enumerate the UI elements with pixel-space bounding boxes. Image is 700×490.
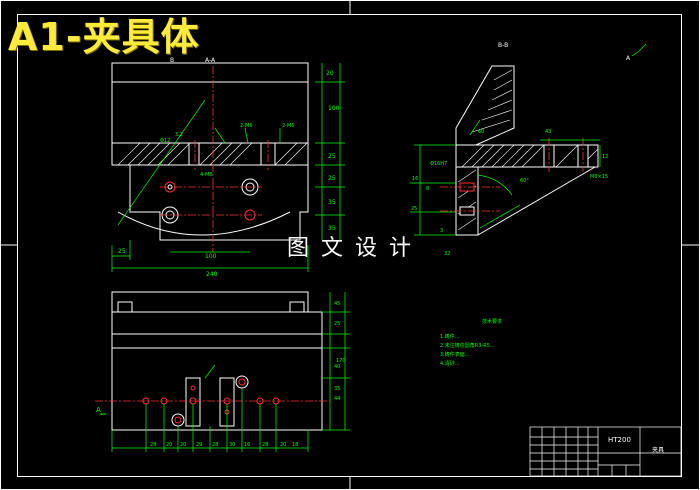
side-view-label: A [96, 406, 101, 414]
sec-dim-2: 8 [426, 186, 429, 192]
dim-r4: 25 [328, 175, 336, 182]
dim-r3: 25 [328, 153, 336, 160]
sec-dim-5: 32 [444, 251, 450, 257]
note-line-2: 2.未注铸造圆角R3-R5... [440, 342, 495, 349]
svg-text:Φ16H7: Φ16H7 [430, 161, 447, 167]
dim-total: 240 [206, 271, 218, 278]
svg-text:60°: 60° [520, 178, 529, 184]
dim-mid: 100 [205, 253, 217, 260]
dim-r5: 35 [328, 199, 336, 206]
title-block [529, 426, 682, 477]
dim-r1: 20 [326, 70, 334, 77]
bottom-dim-5: 28 [212, 442, 218, 448]
notes-heading: 技术要求 [482, 318, 502, 325]
bottom-dim-3: 20 [180, 442, 186, 448]
front-dim-h4: 40 [334, 364, 340, 370]
svg-text:Φ12: Φ12 [160, 138, 170, 144]
sec-dim-6: 60 [478, 129, 484, 135]
svg-text:2-M6: 2-M6 [282, 123, 294, 129]
section-mark-label: B [170, 57, 174, 64]
technical-notes: 技术要求 1.铸件... 2.未注铸造圆角R3-R5... 3.铸件表面... … [440, 318, 502, 367]
bottom-dim-10: 18 [292, 442, 298, 448]
svg-text:3.2: 3.2 [175, 132, 183, 138]
material-label: HT200 [608, 436, 631, 444]
front-dim-h6: 44 [334, 396, 340, 402]
dim-r2: 100 [328, 105, 340, 112]
svg-text:M6×15: M6×15 [590, 174, 608, 180]
part-name-label: 夹具 [652, 446, 664, 454]
note-line-4: 4.清砂... [440, 360, 460, 367]
front-dim-h3: 170 [336, 358, 346, 364]
front-dim-h1: 45 [334, 301, 340, 307]
svg-text:2-M6: 2-M6 [240, 123, 252, 129]
bottom-dim-6: 30 [229, 442, 235, 448]
bottom-dim-2: 20 [166, 442, 172, 448]
front-dim-h5: 35 [334, 386, 340, 392]
note-line-3: 3.铸件表面... [440, 351, 470, 358]
sec-dim-7: 12 [602, 154, 608, 160]
bottom-dim-7: 16 [244, 442, 250, 448]
section-view: 16 8 25 43 32 60 12 3 Φ16H7 M6×15 60° B-… [410, 42, 647, 257]
front-dim-h2: 25 [334, 321, 340, 327]
dim-left: 25 [118, 248, 126, 255]
note-line-1: 1.铸件... [440, 333, 460, 340]
bottom-dim-9: 20 [280, 442, 286, 448]
dim-r6: 35 [328, 225, 336, 232]
watermark-text: 图文设计 [287, 236, 424, 261]
svg-text:4-M6: 4-M6 [200, 172, 212, 178]
drawing-title: A1-夹具体 [8, 15, 200, 59]
sec-dim-4: 43 [545, 129, 551, 135]
bottom-dim-4: 29 [196, 442, 202, 448]
sec-dim-3: 25 [411, 206, 417, 212]
svg-text:A: A [626, 55, 631, 62]
sec-dim-1: 16 [412, 176, 418, 182]
bottom-dim-8: 28 [262, 442, 268, 448]
bottom-dim-1: 28 [150, 442, 156, 448]
top-view: 240 25 100 20 100 25 25 35 35 Φ12 3.2 2-… [111, 57, 345, 278]
front-view: 45 25 170 40 35 44 28 20 20 29 28 30 16 … [95, 291, 350, 452]
top-view-label: A-A [205, 57, 216, 64]
section-view-label: B-B [498, 42, 508, 49]
sec-dim-8: 3 [440, 228, 443, 234]
